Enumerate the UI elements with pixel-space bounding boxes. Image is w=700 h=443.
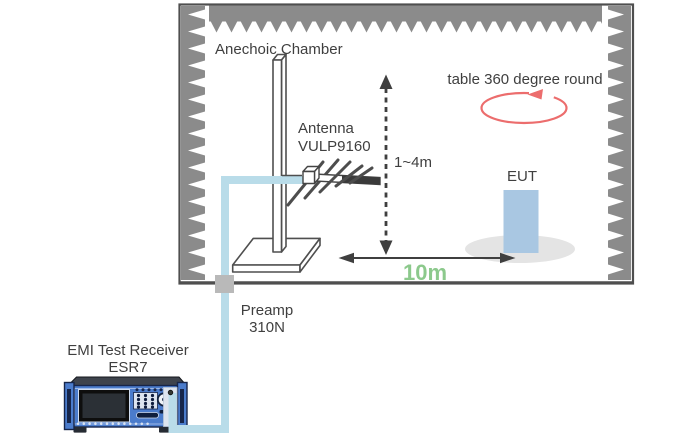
eut-label: EUT <box>507 168 537 185</box>
absorber-left <box>181 6 205 280</box>
receiver-screen <box>82 393 126 418</box>
eut-box <box>503 190 539 253</box>
table-rotation-label: table 360 degree round <box>447 71 602 88</box>
preamp-label-line2: 310N <box>249 319 285 336</box>
antenna-mast <box>231 53 321 273</box>
rf-cable <box>168 176 306 433</box>
mast-base-front <box>231 264 301 273</box>
receiver-foot-left <box>73 426 87 433</box>
absorber-top-band <box>209 5 602 22</box>
anechoic-chamber <box>178 3 635 285</box>
antenna-balun <box>302 165 320 185</box>
receiver-keypad-keys <box>136 393 155 409</box>
arrow-up-icon <box>379 74 393 89</box>
receiver-slot <box>136 412 159 419</box>
mast-front <box>272 59 283 253</box>
receiver-top <box>66 376 188 386</box>
absorber-top-teeth <box>209 21 602 33</box>
receiver-label-line2: ESR7 <box>108 359 147 376</box>
absorber-right <box>608 6 631 280</box>
distance-label: 10m <box>403 260 447 285</box>
distance-arrow <box>338 252 516 264</box>
receiver-label-line1: EMI Test Receiver <box>67 342 188 359</box>
height-label: 1~4m <box>394 154 432 171</box>
chamber-label: Anechoic Chamber <box>215 41 343 58</box>
arrow-right-icon <box>500 252 516 264</box>
height-arrow <box>379 74 393 255</box>
receiver-rf-connector <box>167 389 174 396</box>
antenna <box>282 158 381 207</box>
preamp-label-line1: Preamp <box>241 302 294 319</box>
arrow-down-icon <box>379 240 393 255</box>
antenna-label-line2: VULP9160 <box>298 138 371 155</box>
chamber-wall <box>178 3 635 285</box>
receiver-bottom-buttons <box>76 422 149 426</box>
preamp-box <box>215 275 234 293</box>
mast-base-side <box>299 237 321 273</box>
receiver-top-buttons <box>135 388 163 392</box>
table-rotation-arrow-icon <box>480 89 568 125</box>
antenna-label-line1: Antenna <box>298 120 355 137</box>
arrow-left-icon <box>338 252 354 264</box>
